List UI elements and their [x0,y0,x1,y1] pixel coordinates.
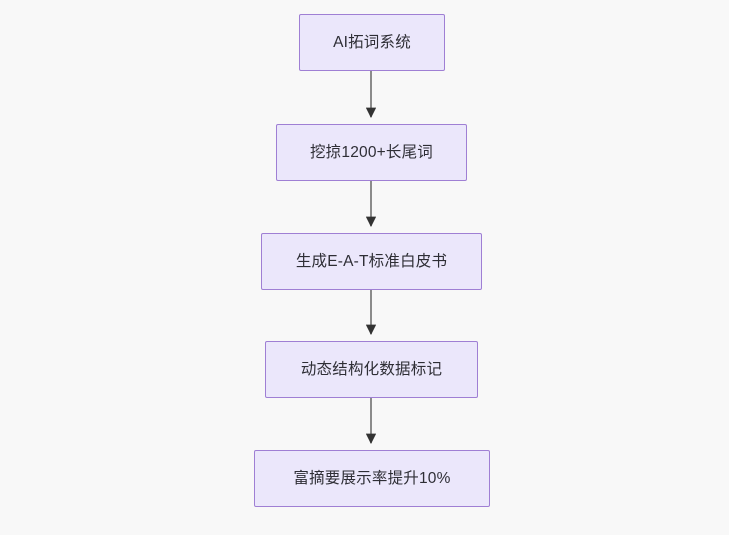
flow-node-dynamic-structured-data-markup[interactable]: 动态结构化数据标记 [265,341,478,398]
flow-node-ai-keyword-system[interactable]: AI拓词系统 [299,14,445,71]
flow-node-label: AI拓词系统 [333,33,411,51]
flow-node-label: 富摘要展示率提升10% [293,469,451,487]
flow-node-label: 挖掠1200+长尾词 [309,143,434,161]
flow-node-label: 动态结构化数据标记 [300,360,443,378]
flow-node-generate-eat-whitepaper[interactable]: 生成E-A-T标准白皮书 [261,233,482,290]
flow-node-mine-longtail-keywords[interactable]: 挖掠1200+长尾词 [276,124,467,181]
flow-node-rich-snippet-rate-increase[interactable]: 富摘要展示率提升10% [254,450,490,507]
flow-node-label: 生成E-A-T标准白皮书 [295,252,448,270]
